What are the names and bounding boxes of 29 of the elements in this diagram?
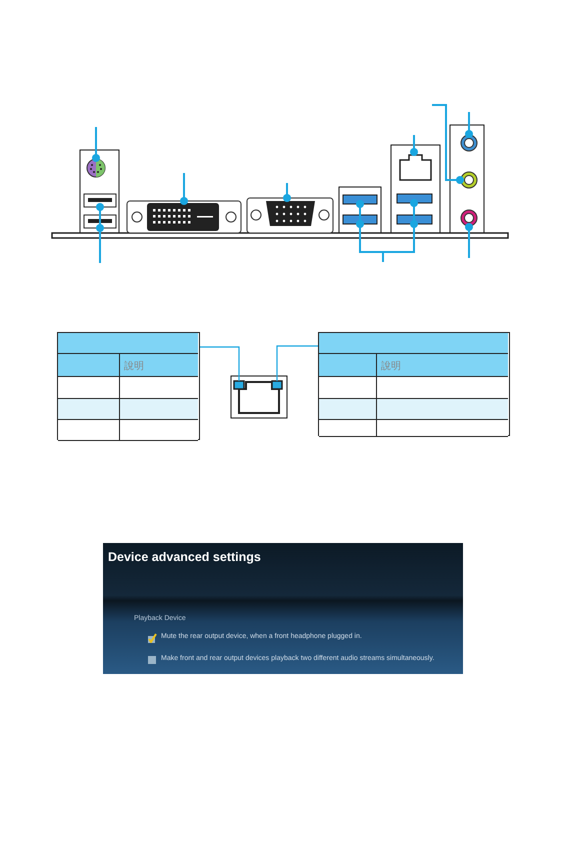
usb-port	[84, 215, 116, 228]
usb-port	[84, 194, 116, 207]
leader-line	[180, 173, 188, 205]
header-cell: 說明	[377, 354, 508, 377]
led-light	[234, 381, 244, 389]
window-title: Device advanced settings	[108, 550, 261, 564]
leader-line	[465, 112, 473, 138]
usb-port	[397, 215, 432, 224]
usb-port	[343, 215, 377, 224]
leader-line	[276, 345, 318, 381]
leader-line	[465, 223, 473, 258]
usb-port	[397, 194, 432, 203]
lan-port	[231, 376, 287, 418]
audio-jack	[460, 171, 478, 189]
led-table	[57, 332, 200, 440]
vga-port	[247, 198, 333, 233]
led-table	[318, 332, 510, 436]
audio-jack	[460, 209, 478, 227]
header-cell: 說明	[120, 354, 198, 377]
leader-line	[200, 346, 240, 381]
usb-port	[343, 195, 377, 204]
leader-line	[92, 127, 100, 162]
leader-line	[283, 183, 291, 202]
led-light	[272, 381, 282, 389]
dvi-port	[127, 201, 241, 233]
audio-jack	[460, 134, 478, 152]
leader-line	[410, 135, 418, 156]
ps2-port	[86, 158, 106, 178]
leader-line	[432, 104, 464, 184]
